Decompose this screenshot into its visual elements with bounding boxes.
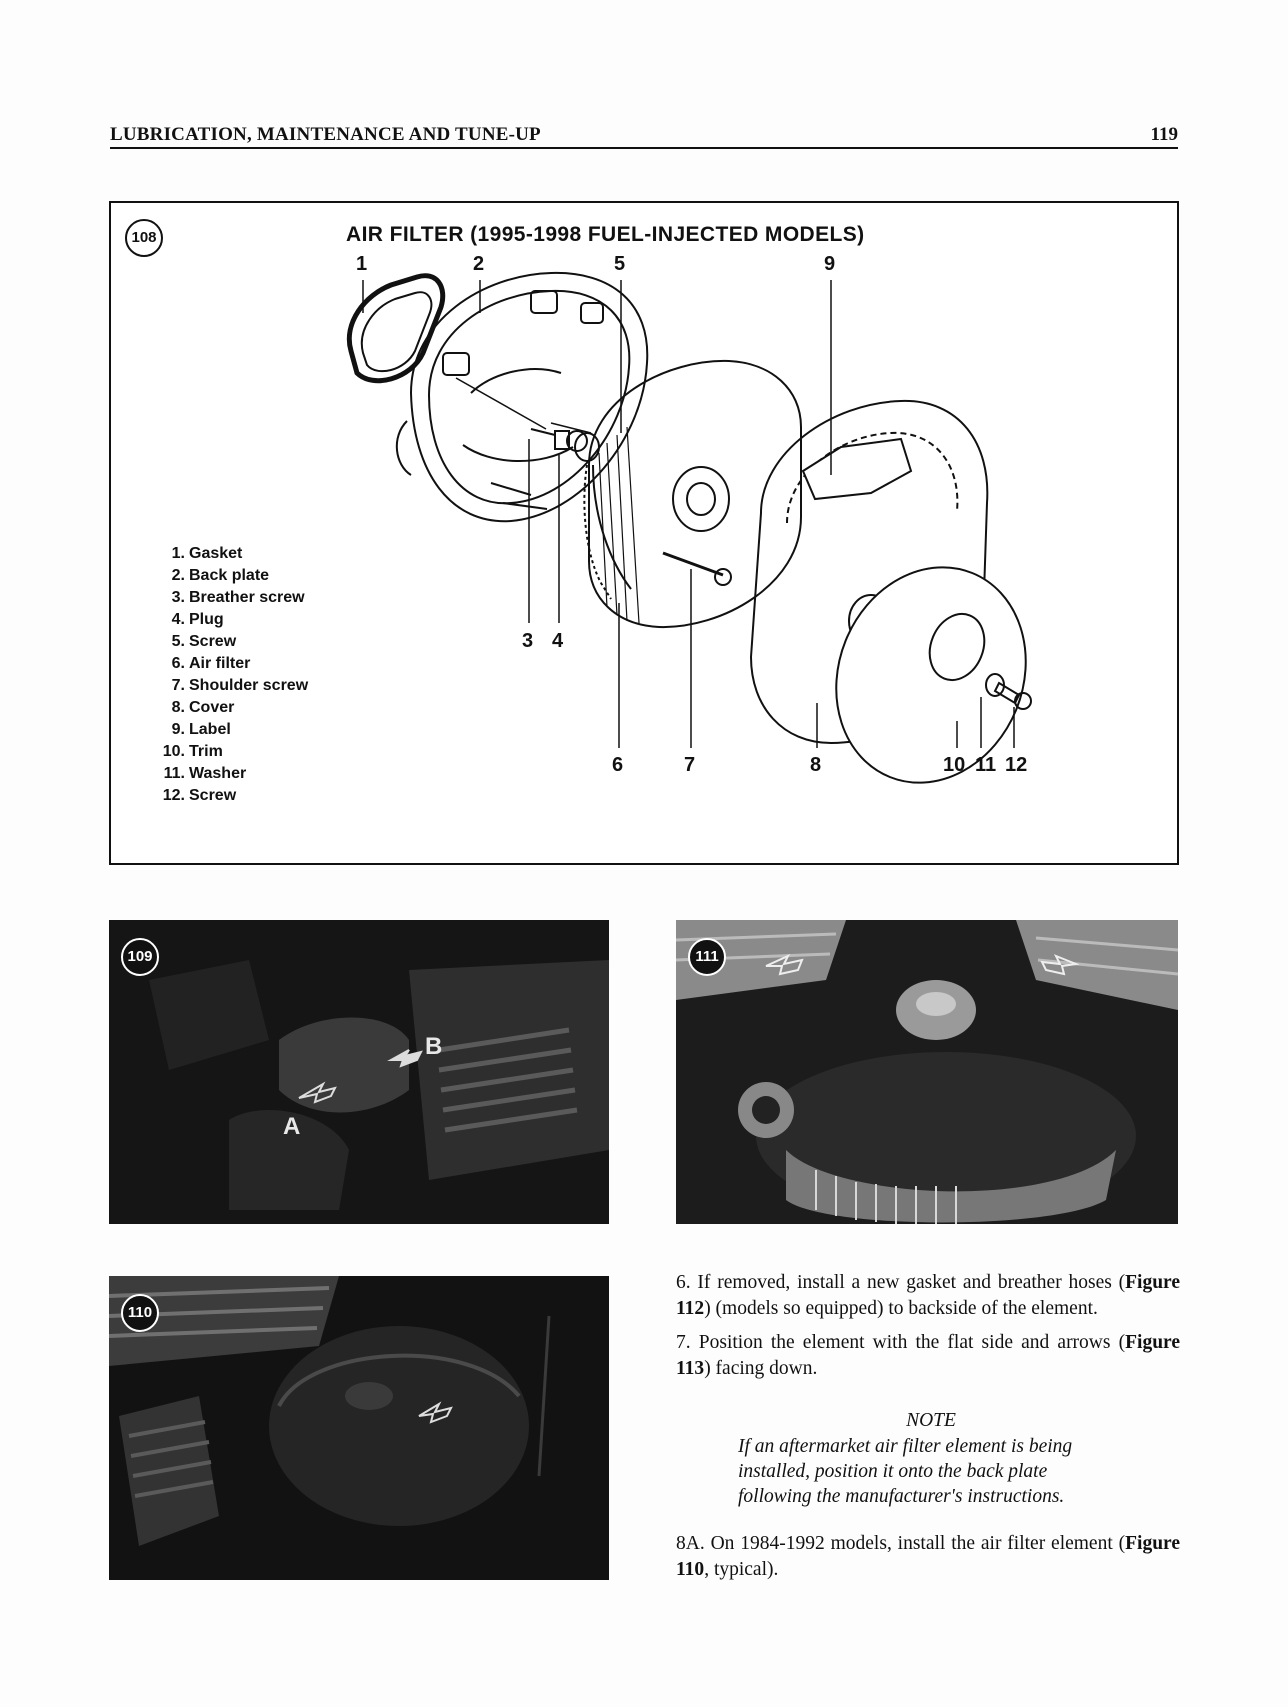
screw-part bbox=[993, 681, 1032, 710]
callout-2: 2 bbox=[473, 253, 484, 275]
plug-part bbox=[550, 422, 600, 462]
figure-110-badge: 110 bbox=[121, 1294, 159, 1332]
figure-110-ref: Figure 110 bbox=[676, 1533, 1180, 1580]
engine-photo-110 bbox=[109, 1276, 609, 1580]
note-body: If an aftermarket air filter element is … bbox=[738, 1436, 1073, 1507]
callout-4: 4 bbox=[552, 630, 564, 652]
photo-111: 111 bbox=[676, 920, 1178, 1224]
figure-112-ref: Figure 112 bbox=[676, 1272, 1181, 1319]
figure-108-box: 108 AIR FILTER (1995-1998 FUEL-INJECTED … bbox=[109, 201, 1179, 865]
photo-109-label-b: B bbox=[425, 1033, 442, 1060]
legend-item: 7.Shoulder screw bbox=[171, 677, 309, 694]
step-7: 7. Position the element with the flat si… bbox=[676, 1332, 1180, 1379]
step-8a: 8A. On 1984-1992 models, install the air… bbox=[676, 1533, 1180, 1580]
air-filter-exploded-diagram: 1 2 5 9 3 4 6 7 8 10 11 12 bbox=[346, 253, 1032, 784]
callout-6: 6 bbox=[612, 754, 623, 776]
legend-item: 2.Back plate bbox=[171, 567, 270, 584]
step-6: 6. If removed, install a new gasket and … bbox=[676, 1272, 1181, 1319]
legend-item: 3.Breather screw bbox=[171, 589, 305, 606]
callout-8: 8 bbox=[810, 754, 821, 776]
instruction-text: 6. If removed, install a new gasket and … bbox=[676, 1270, 1180, 1591]
page-number: 119 bbox=[1150, 124, 1178, 145]
callout-5: 5 bbox=[614, 253, 625, 275]
trim-part bbox=[835, 566, 1027, 784]
figure-111-badge: 111 bbox=[688, 938, 726, 976]
legend-item: 5.Screw bbox=[171, 633, 237, 650]
figure-108-badge: 108 bbox=[125, 219, 163, 257]
air-filter-element-part bbox=[583, 359, 802, 629]
photo-110: 110 bbox=[109, 1276, 609, 1580]
section-title: LUBRICATION, MAINTENANCE AND TUNE-UP bbox=[110, 124, 541, 145]
callout-12: 12 bbox=[1005, 754, 1027, 776]
callout-10: 10 bbox=[943, 754, 965, 776]
legend-item: 1.Gasket bbox=[171, 545, 243, 562]
legend-item: 9.Label bbox=[171, 721, 231, 738]
legend-item: 12.Screw bbox=[162, 787, 237, 804]
header-rule bbox=[110, 147, 1178, 149]
note-block: NOTE If an aftermarket air filter elemen… bbox=[676, 1408, 1180, 1509]
callout-1: 1 bbox=[356, 253, 367, 275]
legend-item: 6.Air filter bbox=[171, 655, 251, 672]
callout-9: 9 bbox=[824, 253, 835, 275]
photo-109-label-a: A bbox=[283, 1113, 300, 1140]
legend-item: 4.Plug bbox=[171, 611, 224, 628]
callout-leaders bbox=[362, 280, 1015, 748]
photo-109: A B 109 bbox=[109, 920, 609, 1224]
label-part bbox=[801, 437, 913, 501]
callout-7: 7 bbox=[684, 754, 695, 776]
running-header: LUBRICATION, MAINTENANCE AND TUNE-UP 119 bbox=[110, 124, 1178, 148]
legend-item: 11.Washer bbox=[163, 765, 247, 782]
engine-photo-111 bbox=[676, 920, 1178, 1224]
callout-11: 11 bbox=[975, 754, 996, 776]
figure-108-title: AIR FILTER (1995-1998 FUEL-INJECTED MODE… bbox=[346, 223, 865, 246]
figure-113-ref: Figure 113 bbox=[676, 1332, 1180, 1379]
callout-3: 3 bbox=[522, 630, 533, 652]
note-title: NOTE bbox=[906, 1410, 956, 1431]
back-plate-part bbox=[395, 271, 649, 523]
breather-screw-part bbox=[455, 377, 588, 452]
figure-109-badge: 109 bbox=[121, 938, 159, 976]
legend-item: 8.Cover bbox=[171, 699, 235, 716]
engine-photo-109: A B bbox=[109, 920, 609, 1224]
parts-legend: 1.Gasket 2.Back plate 3.Breather screw 4… bbox=[153, 543, 308, 807]
legend-item: 10.Trim bbox=[162, 743, 223, 760]
gasket-part bbox=[346, 273, 446, 384]
